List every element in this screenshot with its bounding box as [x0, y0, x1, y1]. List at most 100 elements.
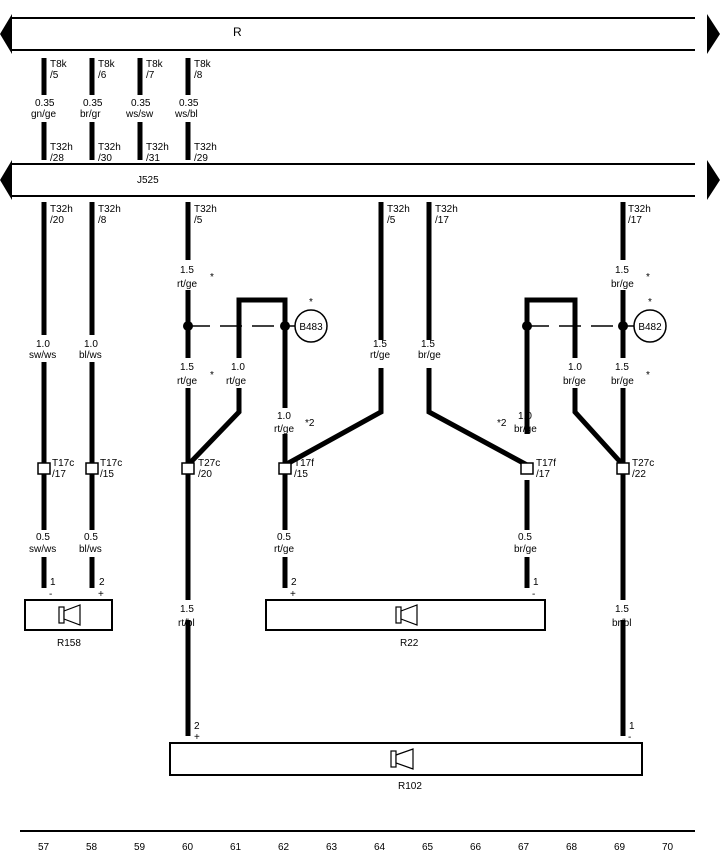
plug-connector-icon: [520, 462, 534, 475]
wire-color: rt/ge: [274, 424, 294, 435]
connector-label: T8k: [50, 59, 68, 70]
wire-size: 0.5: [518, 532, 532, 543]
connector-label: T17c: [52, 458, 74, 469]
wire-color: br/ge: [514, 424, 537, 435]
footnote-star: *: [309, 297, 313, 308]
plug-connectors: T17c /17 T17c /15 T27c /20 T17f /15 T17f…: [37, 458, 654, 480]
speaker-r22-label: R22: [400, 638, 419, 649]
speaker-r158-label: R158: [57, 638, 81, 649]
speaker-r158: 1 2 - + R158: [24, 577, 113, 649]
pin-label: /15: [294, 469, 308, 480]
connector-label: T32h: [50, 142, 73, 153]
grid-number: 70: [662, 842, 674, 853]
wire-size: 0.5: [84, 532, 98, 543]
polarity-label: +: [194, 732, 200, 743]
footnote-star: *2: [305, 418, 315, 429]
connector-label: T32h: [98, 204, 121, 215]
grid-number: 68: [566, 842, 578, 853]
top-wire-1: T8k /5 0.35 gn/ge T32h /28: [31, 58, 73, 164]
pin-label: /17: [52, 469, 66, 480]
speaker-icon: [390, 748, 414, 770]
connector-label: T32h: [194, 142, 217, 153]
wire-color: rt/ge: [226, 376, 246, 387]
speaker-icon: [395, 604, 418, 626]
grid-number: 60: [182, 842, 194, 853]
module-r-label: R: [233, 25, 242, 39]
plug-connector-icon: [616, 462, 630, 475]
plug-connector-icon: [37, 462, 51, 475]
wire-color: br/ge: [611, 279, 634, 290]
pin-number: 1: [533, 577, 539, 588]
footnote-star: *: [646, 370, 650, 381]
wire-size: 1.0: [518, 411, 532, 422]
wire-color: ws/bl: [174, 109, 198, 120]
plug-connector-icon: [85, 462, 99, 475]
pin-label: /17: [435, 215, 449, 226]
connector-label: T32h: [194, 204, 217, 215]
wire-size: 1.0: [277, 411, 291, 422]
wire-color: rt/bl: [178, 618, 195, 629]
wire-color: rt/ge: [177, 279, 197, 290]
wire-color: rt/ge: [274, 544, 294, 555]
pin-label: /15: [100, 469, 114, 480]
pin-label: /31: [146, 153, 160, 164]
junction-node: [522, 321, 532, 331]
wire-size: 0.35: [131, 98, 151, 109]
connector-label: T32h: [435, 204, 458, 215]
wire-size: 1.5: [180, 362, 194, 373]
grid-number: 67: [518, 842, 530, 853]
pin-label: /17: [536, 469, 550, 480]
pin-label: /7: [146, 70, 155, 81]
footnote-star: *: [648, 297, 652, 308]
speaker-r22: 2 1 + - R22: [265, 577, 546, 649]
connector-label: T27c: [632, 458, 654, 469]
speaker-r102: 2 1 + - R102: [169, 721, 643, 792]
connector-label: T17f: [294, 458, 314, 469]
wire-color: sw/ws: [29, 350, 56, 361]
wire-size: 1.0: [36, 339, 50, 350]
connector-label: T32h: [387, 204, 410, 215]
connector-label: T17f: [536, 458, 556, 469]
junction-node: [618, 321, 628, 331]
grid-number: 61: [230, 842, 242, 853]
grid-number: 63: [326, 842, 338, 853]
wire-size: 1.0: [84, 339, 98, 350]
wire-size: 1.5: [180, 604, 194, 615]
sensor-b483-link: B483 *: [183, 297, 328, 343]
speaker-r102-label: R102: [398, 781, 422, 792]
plug-connector-icon: [278, 462, 292, 475]
pin-label: /8: [194, 70, 203, 81]
wire-color: bl/ws: [79, 544, 102, 555]
wire-size: 0.5: [277, 532, 291, 543]
sensor-b482-circle: [633, 309, 667, 343]
pin-number: 2: [99, 577, 105, 588]
connector-label: T32h: [98, 142, 121, 153]
pin-number: 1: [50, 577, 56, 588]
connector-label: T8k: [98, 59, 116, 70]
sensor-b482-label: B482: [638, 322, 662, 333]
pin-label: /29: [194, 153, 208, 164]
reference-grid: 57 58 59 60 61 62 63 64 65 66 67 68 69 7…: [20, 830, 695, 853]
pin-label: /30: [98, 153, 112, 164]
pin-number: 2: [194, 721, 200, 732]
top-wire-4: T8k /8 0.35 ws/bl T32h /29: [174, 58, 217, 164]
wire-size: 1.5: [615, 362, 629, 373]
wire-size: 0.35: [35, 98, 55, 109]
pin-label: /20: [50, 215, 64, 226]
wire-routing: [41, 202, 626, 736]
wire-color: ws/sw: [125, 109, 154, 120]
polarity-label: -: [49, 589, 52, 600]
grid-number: 57: [38, 842, 50, 853]
module-r-right-arrow: [707, 14, 720, 54]
pin-label: /5: [50, 70, 59, 81]
pin-number: 2: [291, 577, 297, 588]
polarity-label: +: [98, 589, 104, 600]
grid-number: 64: [374, 842, 386, 853]
wire-size: 1.5: [180, 265, 194, 276]
wire-size: 1.0: [568, 362, 582, 373]
footnote-star: *: [210, 272, 214, 283]
wire-size: 1.5: [373, 339, 387, 350]
pin-label: /5: [194, 215, 203, 226]
pin-label: /5: [387, 215, 396, 226]
